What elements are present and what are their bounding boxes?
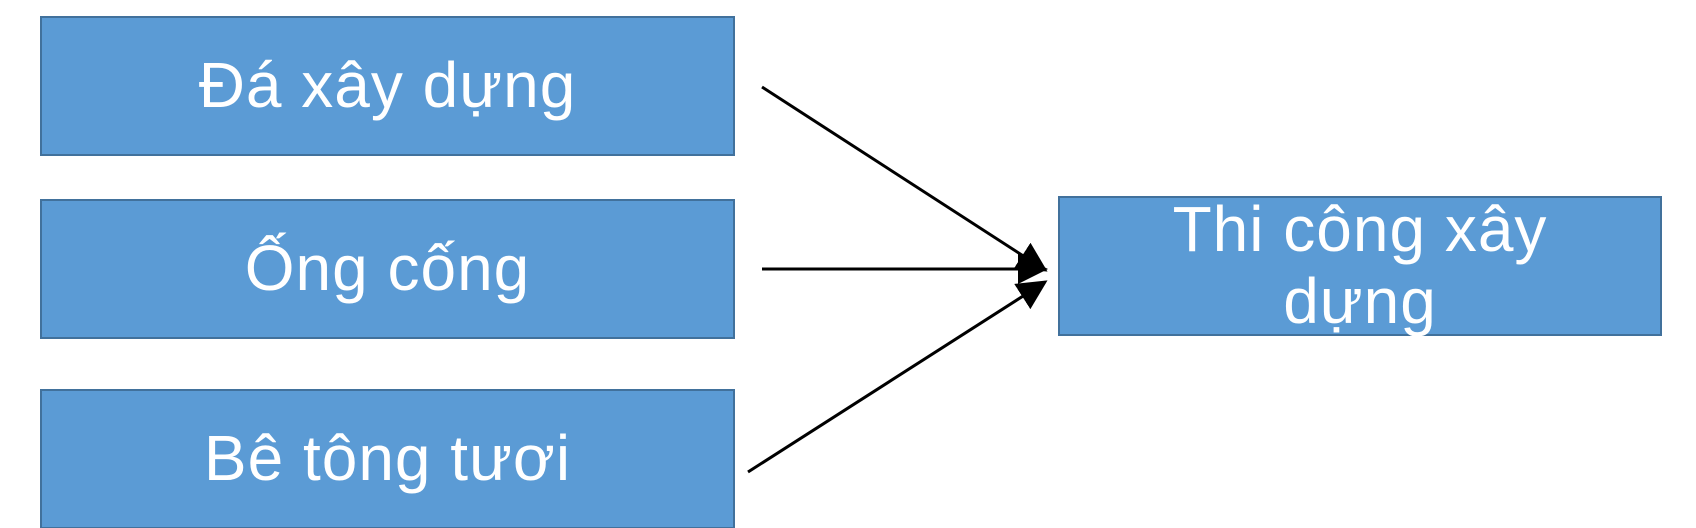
source-box-ong-cong: Ống cống (40, 199, 735, 339)
source-label: Đá xây dựng (198, 49, 577, 122)
arrow-be-to-thicong (747, 280, 1048, 474)
source-box-be-tong-tuoi: Bê tông tươi (40, 389, 735, 528)
target-label: Thi công xây dựng (1172, 193, 1548, 337)
source-label: Bê tông tươi (203, 422, 572, 495)
target-box-thi-cong-xay-dung: Thi công xây dựng (1058, 193, 1662, 337)
source-box-da-xay-dung: Đá xây dựng (40, 16, 735, 156)
arrow-da-to-thicong (761, 85, 1048, 272)
source-label: Ống cống (244, 232, 531, 305)
